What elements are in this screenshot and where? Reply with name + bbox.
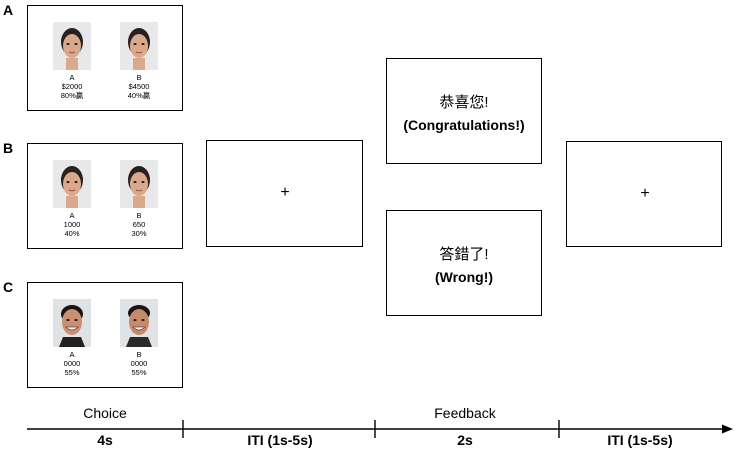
option-a-info: A 0000 55% — [42, 350, 102, 377]
feedback-correct-screen: 恭喜您! (Congratulations!) — [386, 58, 542, 164]
option-a-info: A 1000 40% — [42, 211, 102, 238]
option-label: B — [136, 73, 142, 82]
phase-label-feedback: Feedback — [434, 405, 496, 421]
option-value: 0000 — [63, 359, 81, 368]
choice-screen-b: A 1000 40% B 650 30% — [27, 143, 183, 249]
timeline-axis — [27, 420, 733, 438]
iti-screen-1: + — [206, 140, 363, 247]
duration-choice: 4s — [97, 432, 113, 448]
option-probability: 55% — [131, 368, 147, 377]
duration-iti-1: ITI (1s-5s) — [247, 432, 313, 448]
option-value: $2000 — [61, 82, 83, 91]
duration-iti-2: ITI (1s-5s) — [607, 432, 673, 448]
option-probability: 40% — [64, 229, 80, 238]
face-image-option-a — [53, 299, 91, 347]
option-value: 650 — [132, 220, 146, 229]
duration-feedback: 2s — [457, 432, 473, 448]
panel-letter-a: A — [3, 2, 14, 18]
option-label: B — [136, 350, 142, 359]
option-a-info: A $2000 80%贏 — [42, 73, 102, 100]
feedback-correct-chinese: 恭喜您! — [439, 94, 489, 111]
option-probability: 30% — [131, 229, 147, 238]
option-probability: 80%贏 — [60, 91, 84, 100]
option-b-info: B 650 30% — [109, 211, 169, 238]
option-label: B — [136, 211, 142, 220]
option-value: 0000 — [130, 359, 148, 368]
feedback-wrong-screen: 答錯了! (Wrong!) — [386, 210, 542, 316]
face-image-option-b — [120, 299, 158, 347]
fixation-cross: + — [280, 184, 290, 201]
face-image-option-a — [53, 160, 91, 208]
face-image-option-b — [120, 160, 158, 208]
option-label: A — [69, 73, 75, 82]
option-probability: 40%贏 — [127, 91, 151, 100]
option-label: A — [69, 211, 75, 220]
panel-letter-c: C — [3, 279, 14, 295]
option-value: $4500 — [128, 82, 150, 91]
phase-label-choice: Choice — [83, 405, 127, 421]
option-probability: 55% — [64, 368, 80, 377]
fixation-cross: + — [640, 185, 650, 202]
face-image-option-a — [53, 22, 91, 70]
timeline-arrowhead — [722, 424, 733, 434]
feedback-wrong-chinese: 答錯了! — [439, 246, 489, 263]
option-label: A — [69, 350, 75, 359]
iti-screen-2: + — [566, 141, 722, 247]
feedback-correct-english: (Congratulations!) — [403, 117, 525, 133]
option-value: 1000 — [63, 220, 81, 229]
choice-screen-c: A 0000 55% B 0000 55% — [27, 282, 183, 388]
face-image-option-b — [120, 22, 158, 70]
panel-letter-b: B — [3, 140, 14, 156]
feedback-wrong-english: (Wrong!) — [434, 269, 494, 285]
option-b-info: B 0000 55% — [109, 350, 169, 377]
choice-screen-a: A $2000 80%贏 B $4500 40%贏 — [27, 5, 183, 111]
option-b-info: B $4500 40%贏 — [109, 73, 169, 100]
